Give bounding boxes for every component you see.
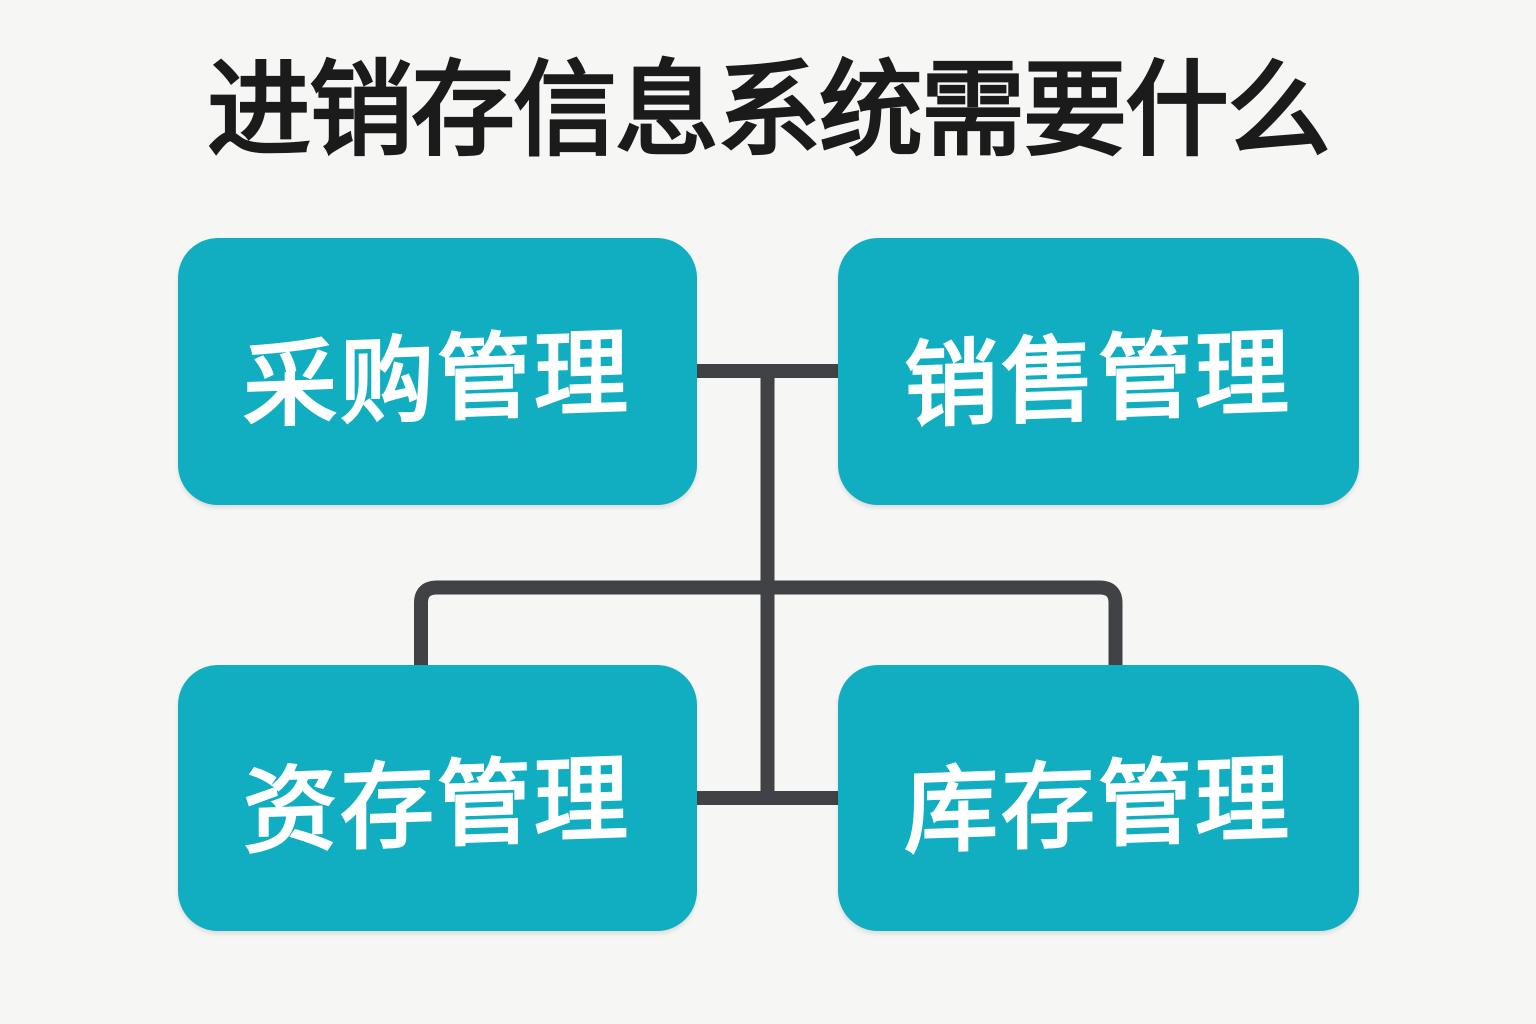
node-sales-label: 销售管理 (904, 319, 1293, 439)
node-purchasing: 采购管理 (178, 238, 697, 505)
node-inventory-label: 库存管理 (904, 746, 1293, 865)
node-inventory: 库存管理 (838, 665, 1359, 931)
page-title: 进销存信息系统需要什么 (206, 53, 1331, 169)
node-assets: 资存管理 (178, 665, 697, 931)
connector-branch-bracket (414, 580, 1123, 668)
node-sales: 销售管理 (838, 238, 1359, 505)
node-purchasing-label: 采购管理 (243, 319, 632, 439)
node-assets-label: 资存管理 (243, 746, 632, 865)
